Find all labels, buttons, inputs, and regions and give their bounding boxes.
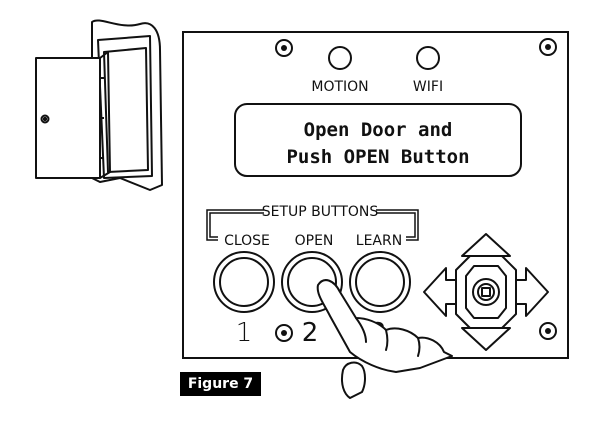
figure-caption-label: Figure 7 [187, 376, 254, 392]
hand-icon [316, 279, 453, 399]
learn-button-label: LEARN [356, 233, 402, 249]
figure-caption: Figure 7 [180, 372, 261, 396]
close-button-label: CLOSE [224, 233, 270, 249]
door-icon [35, 19, 163, 191]
screw-icon [539, 322, 557, 340]
motion-led [328, 46, 352, 70]
display-line-2: Push OPEN Button [286, 146, 469, 168]
screw-icon [539, 38, 557, 56]
motion-label: MOTION [311, 79, 368, 95]
close-button[interactable] [213, 251, 275, 313]
directional-pad-icon[interactable] [423, 233, 549, 351]
wifi-label: WIFI [413, 79, 443, 95]
wifi-led [416, 46, 440, 70]
close-button-number: 1 [236, 318, 253, 348]
learn-button[interactable] [349, 251, 411, 313]
open-button-number: 2 [302, 318, 319, 348]
display-line-1: Open Door and [304, 119, 453, 141]
setup-buttons-label: SETUP BUTTONS [262, 204, 379, 220]
setup-bracket [206, 209, 419, 241]
lcd-display [234, 103, 522, 177]
open-button-label: OPEN [295, 233, 334, 249]
screw-icon [275, 39, 293, 57]
screw-icon [275, 324, 293, 342]
